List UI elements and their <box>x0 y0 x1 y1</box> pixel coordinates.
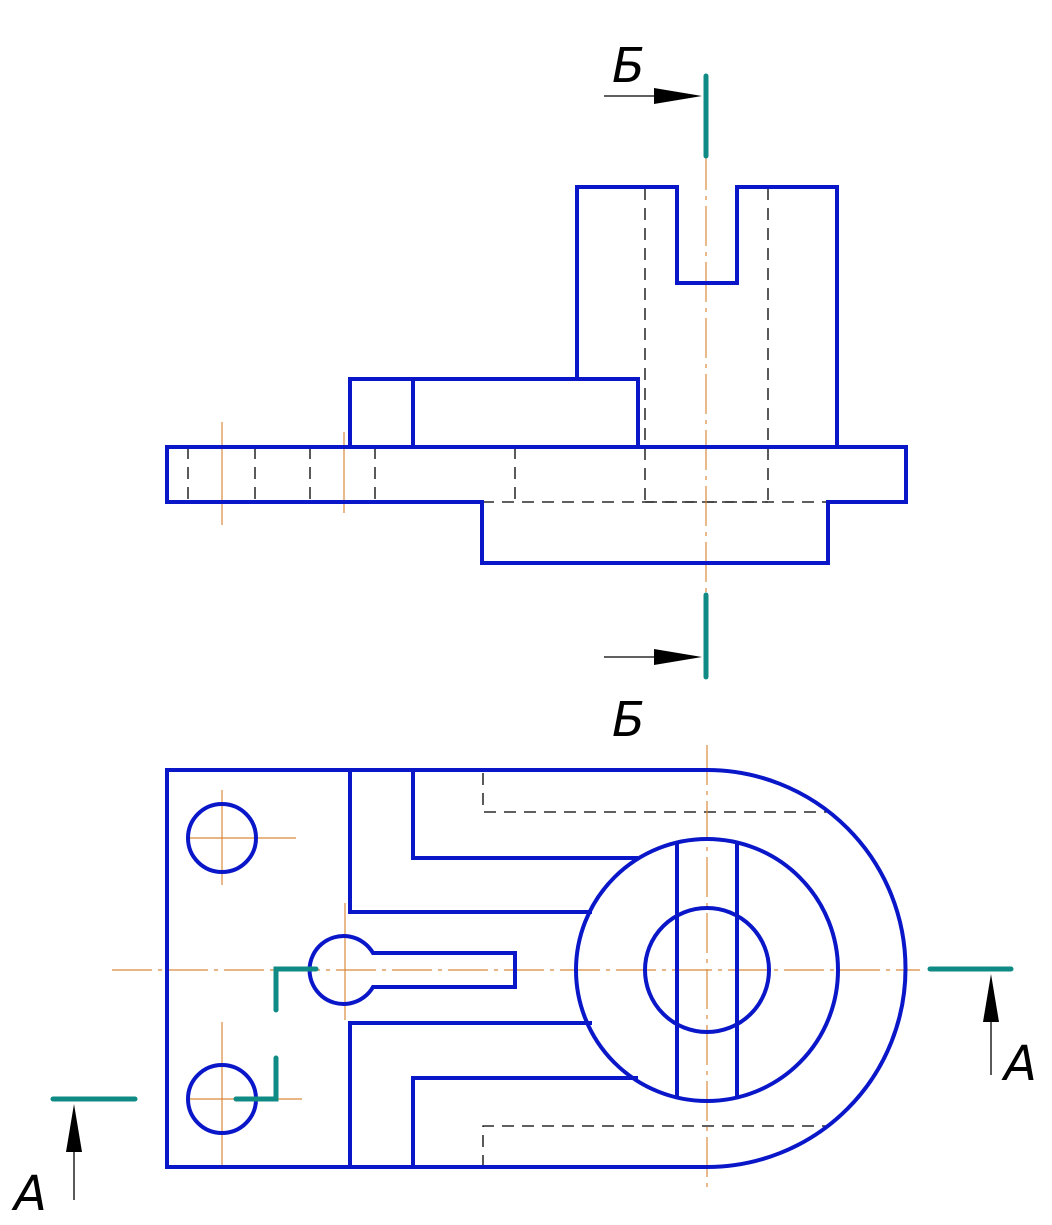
boss-bore-circle <box>643 906 771 1034</box>
upper-rib-outline <box>348 768 592 914</box>
front-center-lines <box>221 150 707 595</box>
section-a-arrow-right <box>983 974 999 1075</box>
section-b-label-bottom: Б <box>612 692 645 748</box>
slotted-boss-outline <box>575 185 839 449</box>
top-outline <box>165 768 908 1169</box>
section-b-arrow-top <box>604 88 702 104</box>
top-hidden-lines <box>482 773 830 1167</box>
front-outline <box>165 185 908 565</box>
section-a-arrow-left <box>66 1104 82 1200</box>
lower-rib-outline <box>348 1021 592 1169</box>
section-b-label-top: Б <box>612 38 645 94</box>
plate-rounded-outline <box>165 768 908 1169</box>
section-a-label-left: А <box>11 1166 47 1222</box>
front-hidden-lines <box>187 188 828 503</box>
raised-step-outline <box>348 377 640 449</box>
keyhole-slot-outline <box>307 934 517 1006</box>
front-view <box>165 150 908 595</box>
section-b-arrow-bottom <box>604 649 702 665</box>
top-view <box>112 745 920 1190</box>
boss-outer-circle <box>574 837 840 1103</box>
section-b-cutting-plane: Б Б <box>604 38 709 748</box>
section-a-label-right: А <box>1001 1036 1037 1092</box>
section-a-cutting-plane: А А <box>11 966 1037 1222</box>
base-plate-outline <box>165 445 908 565</box>
mounting-hole-upper <box>186 802 258 874</box>
